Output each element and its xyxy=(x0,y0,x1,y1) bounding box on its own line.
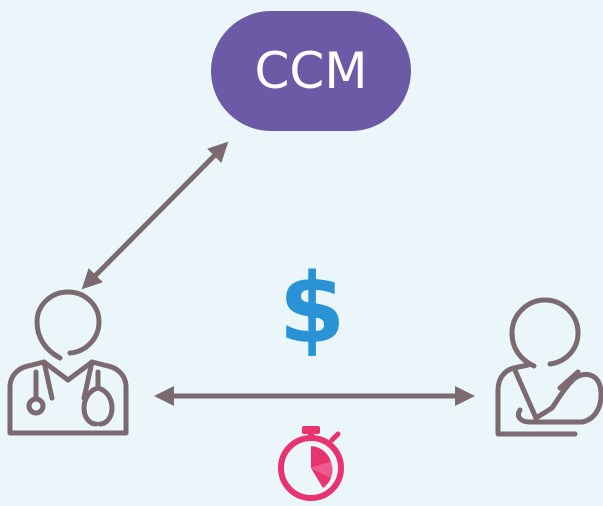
stopwatch-icon xyxy=(278,426,344,501)
ccm-label: CCM xyxy=(254,42,368,100)
dollar-sign-icon: $ xyxy=(279,253,346,365)
ccm-node: CCM xyxy=(211,11,411,131)
doctor-icon xyxy=(7,289,129,436)
ccm-doctor-arrow xyxy=(81,141,229,290)
svg-text:$: $ xyxy=(279,253,346,365)
patient-icon xyxy=(495,297,603,437)
